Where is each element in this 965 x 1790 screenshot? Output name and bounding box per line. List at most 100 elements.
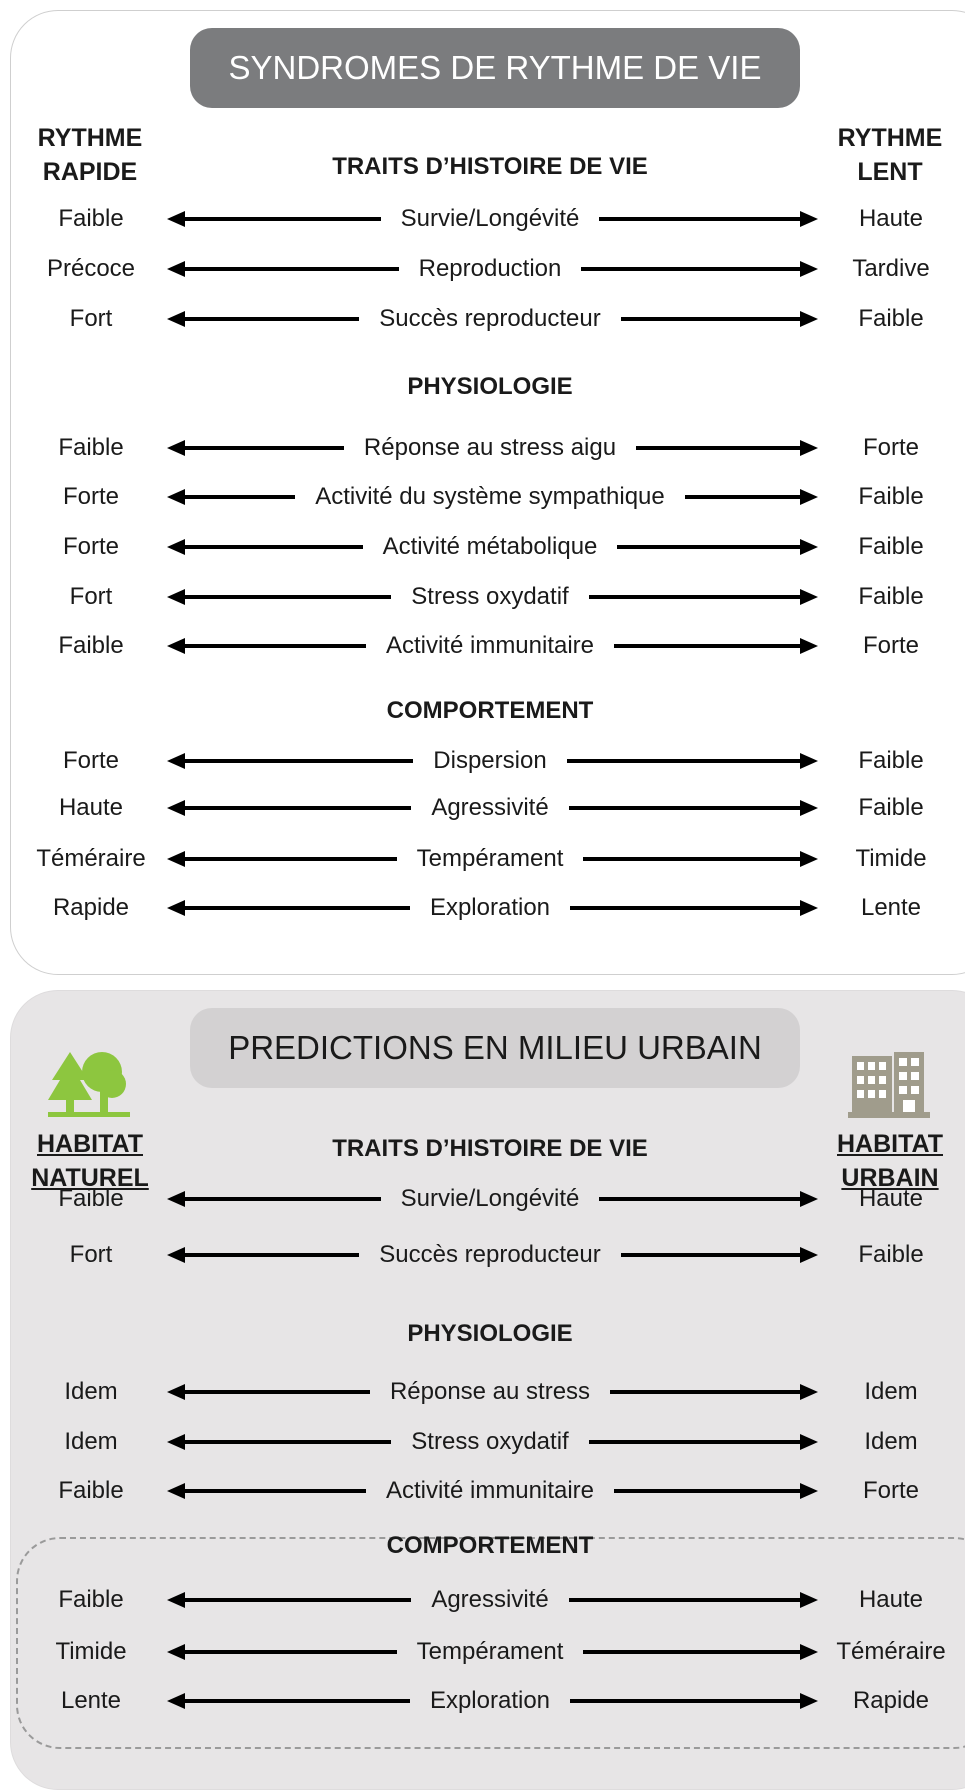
- header-urban-line1: HABITAT: [837, 1130, 943, 1158]
- trait-label: Exploration: [409, 894, 571, 921]
- trait-label: Reproduction: [398, 255, 582, 282]
- arrowhead-left: [167, 489, 185, 505]
- trait-right-value: Faible: [858, 747, 924, 774]
- trait-label: Réponse au stress: [369, 1378, 611, 1405]
- arrowhead-left: [167, 1483, 185, 1499]
- trait-right-value: Tardive: [852, 255, 930, 282]
- trait-label-cell: Tempérament: [170, 839, 810, 879]
- trait-right-value: Faible: [858, 1241, 924, 1268]
- trait-label: Tempérament: [396, 1638, 584, 1665]
- trait-right-value: Idem: [864, 1378, 918, 1405]
- arrowhead-left: [167, 800, 185, 816]
- trait-left-value: Idem: [64, 1428, 118, 1455]
- building-icon: [848, 1052, 930, 1118]
- arrowhead-right: [800, 589, 818, 605]
- banner-syndromes: SYNDROMES DE RYTHME DE VIE: [190, 28, 800, 108]
- trait-left-value: Faible: [58, 205, 124, 232]
- trait-left-value: Faible: [58, 1586, 124, 1613]
- arrowhead-left: [167, 261, 185, 277]
- trait-left-value: Haute: [58, 794, 124, 821]
- arrowhead-left: [167, 1247, 185, 1263]
- trait-right-value: Haute: [858, 205, 924, 232]
- trait-row: Timide Tempérament Téméraire: [0, 1632, 965, 1672]
- arrowhead-left: [167, 539, 185, 555]
- arrowhead-right: [800, 1483, 818, 1499]
- arrowhead-right: [800, 440, 818, 456]
- arrowhead-right: [800, 638, 818, 654]
- header-natural-line1: HABITAT: [37, 1130, 143, 1158]
- header-slow-pace: RYTHME LENT: [820, 121, 960, 189]
- trait-left-value: Forte: [62, 533, 119, 560]
- arrowhead-left: [167, 1384, 185, 1400]
- trait-label: Stress oxydatif: [391, 1428, 589, 1455]
- trait-left-value: Timide: [55, 1638, 127, 1665]
- trait-label-cell: Activité immunitaire: [170, 1471, 810, 1511]
- trait-label-cell: Stress oxydatif: [170, 577, 810, 617]
- trait-right-value: Faible: [858, 533, 924, 560]
- header-fast-pace-line1: RYTHME: [37, 124, 143, 152]
- header-urban-habitat: HABITAT URBAIN: [820, 1127, 960, 1195]
- arrowhead-left: [167, 311, 185, 327]
- trait-right-value: Forte: [862, 632, 919, 659]
- section-title: COMPORTEMENT: [386, 697, 594, 724]
- arrowhead-left: [167, 211, 185, 227]
- header-slow-pace-line1: RYTHME: [837, 124, 943, 152]
- arrowhead-right: [800, 1434, 818, 1450]
- trait-label-cell: Réponse au stress aigu: [170, 428, 810, 468]
- trait-label-cell: Exploration: [170, 1681, 810, 1721]
- arrowhead-right: [800, 489, 818, 505]
- trait-label-cell: Agressivité: [170, 1580, 810, 1620]
- behavior-highlight-box: [16, 1537, 965, 1749]
- arrowhead-left: [167, 589, 185, 605]
- section-title: PHYSIOLOGIE: [407, 373, 573, 400]
- trait-label: Réponse au stress aigu: [343, 434, 637, 461]
- trait-left-value: Téméraire: [36, 845, 146, 872]
- trait-right-value: Téméraire: [836, 1638, 946, 1665]
- trait-left-value: Fort: [69, 1241, 113, 1268]
- trait-label-cell: Exploration: [170, 888, 810, 928]
- section-title: PHYSIOLOGIE: [407, 1320, 573, 1347]
- trait-label: Dispersion: [413, 747, 567, 774]
- trait-right-value: Idem: [864, 1428, 918, 1455]
- trait-label-cell: Agressivité: [170, 788, 810, 828]
- trait-right-value: Haute: [858, 1185, 924, 1212]
- trait-label: Succès reproducteur: [359, 305, 621, 332]
- arrowhead-right: [800, 753, 818, 769]
- trait-label: Survie/Longévité: [380, 205, 600, 232]
- trait-label: Agressivité: [411, 794, 569, 821]
- trait-label-cell: Dispersion: [170, 741, 810, 781]
- trait-right-value: Forte: [862, 1477, 919, 1504]
- arrowhead-right: [800, 311, 818, 327]
- trait-label-cell: Succès reproducteur: [170, 299, 810, 339]
- trait-left-value: Faible: [58, 434, 124, 461]
- trait-label: Tempérament: [396, 845, 584, 872]
- arrowhead-right: [800, 1693, 818, 1709]
- header-fast-pace: RYTHME RAPIDE: [20, 121, 160, 189]
- arrowhead-right: [800, 1644, 818, 1660]
- trait-right-value: Faible: [858, 583, 924, 610]
- arrowhead-left: [167, 1693, 185, 1709]
- trait-label: Activité métabolique: [362, 533, 618, 560]
- trait-right-value: Faible: [858, 483, 924, 510]
- trait-label-cell: Tempérament: [170, 1632, 810, 1672]
- arrowhead-left: [167, 753, 185, 769]
- trait-row: Faible Survie/Longévité Haute: [0, 199, 965, 239]
- arrowhead-left: [167, 851, 185, 867]
- header-natural-habitat: HABITAT NATUREL: [20, 1127, 160, 1195]
- arrowhead-right: [800, 1592, 818, 1608]
- section-title: COMPORTEMENT: [386, 1532, 594, 1559]
- section-title: TRAITS D’HISTOIRE DE VIE: [332, 1135, 648, 1162]
- arrowhead-right: [800, 1247, 818, 1263]
- trait-right-value: Timide: [855, 845, 927, 872]
- trait-left-value: Faible: [58, 632, 124, 659]
- trait-label-cell: Activité du système sympathique: [170, 477, 810, 517]
